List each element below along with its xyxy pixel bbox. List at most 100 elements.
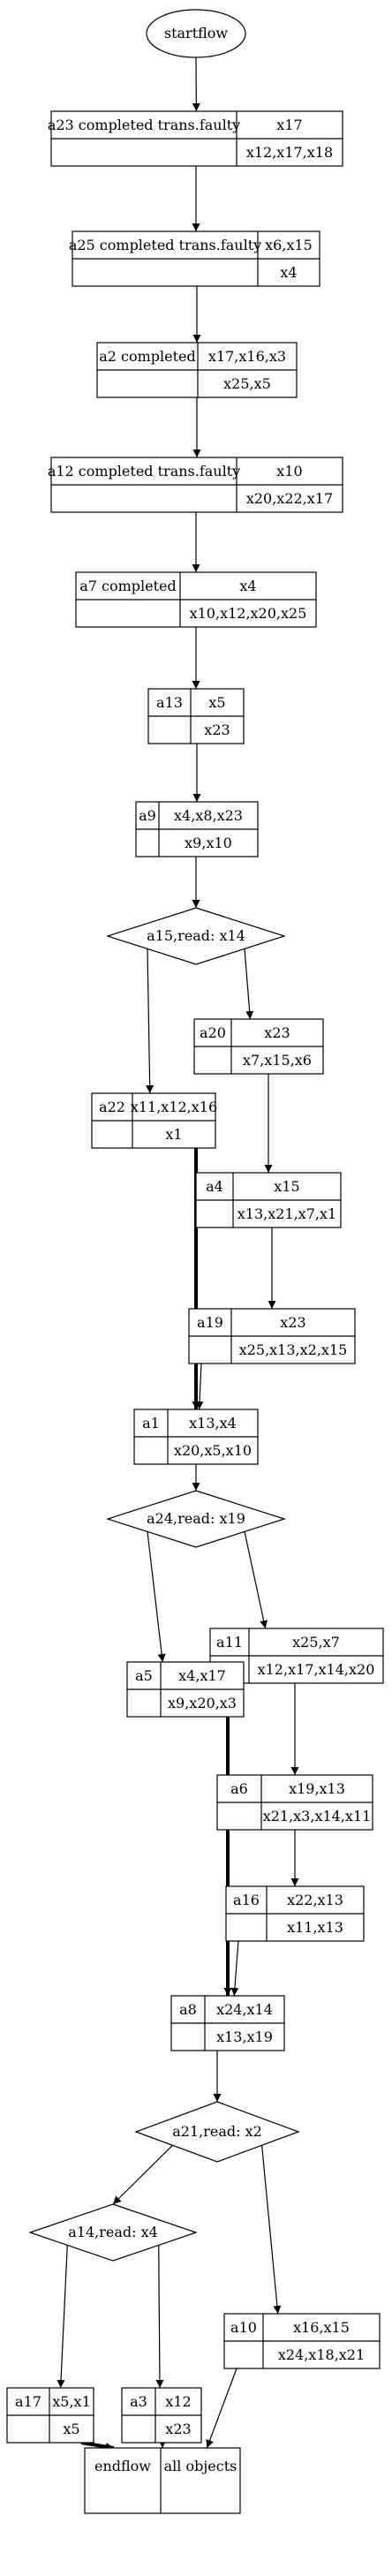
activity-reads: x13,x19 <box>216 2028 273 2045</box>
edge-layer <box>61 57 295 2448</box>
activity-node-a13: a13 x5 x23 <box>148 689 244 744</box>
activity-writes: x4,x17 <box>178 1667 226 1684</box>
activity-title: a9 <box>139 807 156 824</box>
edge-a15-to-a22 <box>147 948 150 1093</box>
start-node: startflow <box>147 10 245 57</box>
activity-writes: x4,x8,x23 <box>174 807 243 824</box>
end-label: endflow <box>94 2458 151 2474</box>
activity-writes: x10 <box>276 463 302 480</box>
activity-writes: x4 <box>239 578 256 594</box>
decision-node-a15: a15,read: x14 <box>108 908 284 964</box>
activity-node-a20: a20 x23 x7,x15,x6 <box>194 1019 323 1074</box>
activity-writes: x17,x16,x3 <box>208 348 286 365</box>
activity-title: a6 <box>230 1780 248 1797</box>
activity-reads: x25,x5 <box>223 375 271 392</box>
activity-writes: x12 <box>165 2393 191 2410</box>
activity-title: a12 completed trans.faulty <box>48 463 240 480</box>
activity-title: a23 completed trans.faulty <box>48 117 240 133</box>
activity-title: a7 completed <box>79 578 177 594</box>
activity-reads: x24,x18,x21 <box>278 2346 365 2363</box>
activity-title: a19 <box>197 1314 223 1331</box>
edge-a14-to-a3 <box>159 2245 160 2388</box>
activity-reads: x12,x17,x18 <box>246 144 333 161</box>
activity-node-a19: a19 x23 x25,x13,x2,x15 <box>189 1309 355 1364</box>
activity-reads: x7,x15,x6 <box>243 1052 312 1069</box>
activity-writes: x13,x4 <box>189 1415 237 1432</box>
decision-label: a14,read: x4 <box>68 2224 158 2240</box>
activity-title: a20 <box>200 1024 226 1041</box>
activity-title: a10 <box>230 2319 257 2336</box>
activity-title: a17 <box>15 2393 41 2410</box>
activity-writes: x19,x13 <box>289 1780 345 1797</box>
activity-writes: x15 <box>274 1178 299 1195</box>
activity-reads: x11,x13 <box>287 1919 343 1936</box>
edge-a15-to-a20 <box>245 948 250 1019</box>
activity-title: a3 <box>130 2393 147 2410</box>
activity-node-a12: a12 completed trans.faulty x10 x20,x22,x17 <box>48 457 343 512</box>
activity-reads: x21,x3,x14,x11 <box>263 1808 372 1824</box>
activity-title: a8 <box>179 2001 197 2018</box>
activity-title: a13 <box>156 694 183 711</box>
edge-a24-to-a11 <box>245 1531 266 1628</box>
activity-reads: x9,x20,x3 <box>168 1695 237 1711</box>
end-node: endflow all objects <box>85 2448 240 2513</box>
edge-a24-to-a5 <box>147 1531 162 1662</box>
activity-writes: x23 <box>264 1024 290 1041</box>
edge-a19-to-a1 <box>200 1364 201 1409</box>
activity-node-a1: a1 x13,x4 x20,x5,x10 <box>134 1409 258 1464</box>
activity-reads: x23 <box>165 2421 191 2437</box>
activity-title: a16 <box>233 1892 260 1908</box>
edge-a10-to-end <box>207 2368 237 2448</box>
activity-reads: x25,x13,x2,x15 <box>239 1341 348 1358</box>
activity-writes: x23 <box>280 1314 305 1331</box>
edge-a16-to-a8 <box>234 1941 238 1996</box>
activity-reads: x20,x22,x17 <box>246 490 333 507</box>
activity-writes: x16,x15 <box>293 2319 350 2336</box>
edge-a21-to-a10 <box>262 2145 278 2314</box>
decision-label: a15,read: x14 <box>147 927 245 944</box>
activity-title: a11 <box>216 1634 243 1651</box>
start-label: startflow <box>164 25 229 42</box>
activity-reads: x4 <box>280 264 297 281</box>
activity-writes: x5 <box>208 694 225 711</box>
activity-node-a10: a10 x16,x15 x24,x18,x21 <box>224 2314 380 2368</box>
decision-label: a21,read: x2 <box>172 2123 262 2140</box>
activity-reads: x13,x21,x7,x1 <box>237 1205 336 1222</box>
activity-node-a16: a16 x22,x13 x11,x13 <box>226 1886 364 1941</box>
edge-a17-to-end <box>81 2443 114 2448</box>
activity-writes: x5,x1 <box>52 2393 91 2410</box>
activity-writes: x22,x13 <box>287 1892 343 1908</box>
activity-node-a9: a9 x4,x8,x23 x9,x10 <box>136 802 258 857</box>
edge-a21-to-a14 <box>113 2145 172 2204</box>
activity-node-a5: a5 x4,x17 x9,x20,x3 <box>127 1662 244 1717</box>
activity-writes: x17 <box>276 117 302 133</box>
activity-title: a5 <box>135 1667 153 1684</box>
activity-writes: x24,x14 <box>216 2001 273 2018</box>
activity-reads: x1 <box>165 1126 182 1143</box>
activity-reads: x23 <box>204 721 230 738</box>
activity-node-a6: a6 x19,x13 x21,x3,x14,x11 <box>217 1775 373 1830</box>
activity-title: a1 <box>142 1415 160 1432</box>
end-objects: all objects <box>164 2458 237 2474</box>
activity-reads: x12,x17,x14,x20 <box>258 1661 375 1678</box>
activity-reads: x9,x10 <box>185 835 232 851</box>
activity-writes: x6,x15 <box>265 237 313 253</box>
activity-node-a3: a3 x12 x23 <box>122 2388 201 2443</box>
activity-reads: x20,x5,x10 <box>174 1442 252 1459</box>
decision-node-a21: a21,read: x2 <box>136 2102 298 2162</box>
decision-node-a24: a24,read: x19 <box>108 1491 284 1547</box>
activity-title: a25 completed trans.faulty <box>69 237 261 253</box>
activity-node-a8: a8 x24,x14 x13,x19 <box>171 1996 284 2051</box>
activity-writes: x11,x12,x16 <box>131 1099 217 1115</box>
activity-node-a17: a17 x5,x1 x5 <box>7 2388 94 2443</box>
activity-reads: x5 <box>63 2421 79 2437</box>
activity-node-a23: a23 completed trans.faulty x17 x12,x17,x18 <box>48 111 343 166</box>
decision-node-a14: a14,read: x4 <box>30 2204 196 2261</box>
